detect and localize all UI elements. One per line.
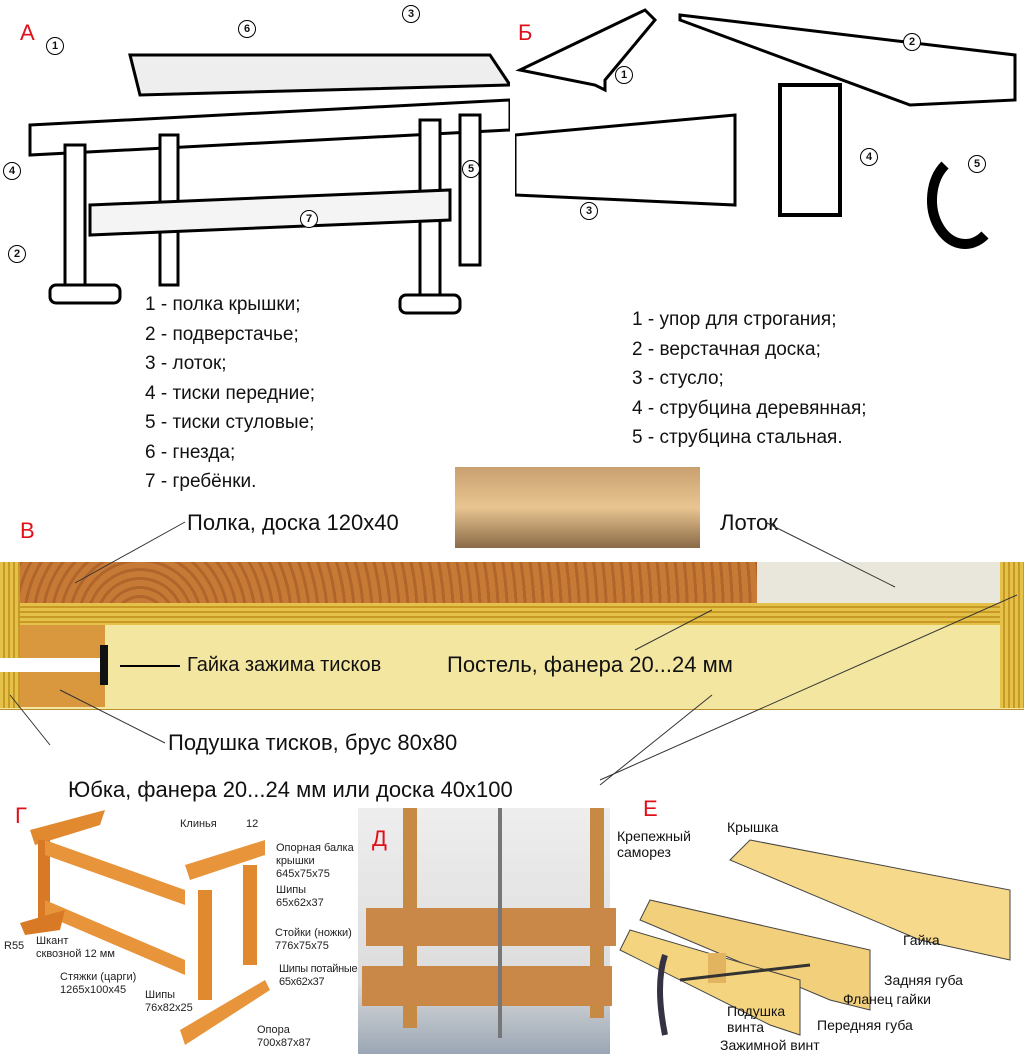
label-front-jaw: Передняя губа [817, 1017, 913, 1033]
label-nut-flange: Фланец гайки [843, 991, 931, 1007]
callout-number: 3 [402, 5, 420, 23]
legend-item: 3 - лоток; [145, 353, 227, 374]
label-dim-12: 12 [246, 818, 259, 830]
label-pad: Подушка тисков, брус 80x80 [168, 730, 458, 755]
label-tenons: Шипы 65x62x37 [276, 884, 324, 909]
section-label-a: А [20, 20, 35, 45]
label-nut: Гайка зажима тисков [187, 654, 382, 676]
label-tenons-2: Шипы 76x82x25 [145, 989, 193, 1014]
legend-a: 1 - полка крышки; 2 - подверстачье; 3 - … [145, 290, 315, 497]
label-wedges: Клинья [180, 818, 217, 830]
legend-item: 5 - струбцина стальная. [632, 427, 843, 448]
callout-number: 5 [968, 155, 986, 173]
skirt-strip [20, 603, 1000, 625]
tray [757, 562, 1000, 603]
leader-lines [9, 521, 1018, 786]
callout-number: 5 [462, 160, 480, 178]
callout-number: 4 [3, 162, 21, 180]
legend-b: 1 - упор для строгания; 2 - верстачная д… [632, 305, 867, 453]
label-fixing-screw: Крепежный саморез [617, 828, 691, 860]
callout-number: 7 [300, 210, 318, 228]
label-clamp-screw: Зажимной винт [720, 1037, 820, 1053]
callout-number: 6 [238, 20, 256, 38]
label-nut-e: Гайка [903, 932, 940, 948]
legend-item: 2 - подверстачье; [145, 323, 299, 345]
callout-number: 3 [580, 202, 598, 220]
section-label-d: Д [372, 826, 387, 851]
label-rear-jaw: Задняя губа [884, 972, 963, 988]
legend-item: 4 - струбцина деревянная; [632, 397, 867, 419]
label-hidden-tenons: Шипы потайные 65x62x37 [279, 963, 358, 988]
tools-illustration [515, 8, 1017, 249]
legend-item: 4 - тиски передние; [145, 382, 316, 404]
vise-slot [0, 658, 105, 672]
label-r55: R55 [4, 940, 25, 952]
skirt-right [1000, 562, 1024, 708]
label-top: Крышка [727, 819, 779, 835]
legend-item: 6 - гнезда; [145, 441, 236, 463]
vise-photo [455, 467, 700, 548]
callout-number: 2 [8, 245, 26, 263]
legend-item: 1 - полка крышки; [145, 294, 301, 315]
vise-assembly-illustration [619, 839, 1011, 1036]
label-foot: Опора 700x87x87 [257, 1024, 311, 1049]
section-label-b: Б [518, 20, 533, 45]
callout-number: 4 [860, 148, 878, 166]
vise-photo-d [358, 808, 616, 1054]
section-label-v: В [20, 518, 35, 543]
legend-item: 3 - стусло; [632, 368, 724, 389]
legend-item: 1 - упор для строгания; [632, 309, 837, 330]
frame-illustration [20, 810, 270, 1045]
callout-number: 1 [46, 37, 64, 55]
label-screw-pad: Подушка винта [727, 1003, 786, 1035]
label-bed: Постель, фанера 20...24 мм [447, 652, 733, 677]
label-legs: Стойки (ножки) 776x75x75 [275, 927, 352, 952]
callout-number: 2 [903, 33, 921, 51]
legend-item: 2 - верстачная доска; [632, 338, 821, 360]
label-shelf: Полка, доска 120x40 [187, 510, 399, 535]
section-label-e: Е [643, 796, 658, 821]
callout-number: 1 [615, 66, 633, 84]
label-skirt: Юбка, фанера 20...24 мм или доска 40x100 [68, 777, 513, 802]
workbench-illustration [28, 53, 510, 315]
vise-nut [100, 645, 108, 685]
label-beam: Опорная балка крышки 645x75x75 [276, 842, 354, 880]
section-label-g: Г [15, 803, 27, 828]
legend-item: 7 - гребёнки. [145, 471, 257, 492]
label-tray: Лоток [720, 510, 778, 535]
label-dowel: Шкант сквозной 12 мм [36, 935, 115, 960]
shelf-board [20, 562, 757, 603]
legend-item: 5 - тиски стуловые; [145, 412, 315, 433]
label-rails: Стяжки (царги) 1265x100x45 [60, 971, 137, 996]
